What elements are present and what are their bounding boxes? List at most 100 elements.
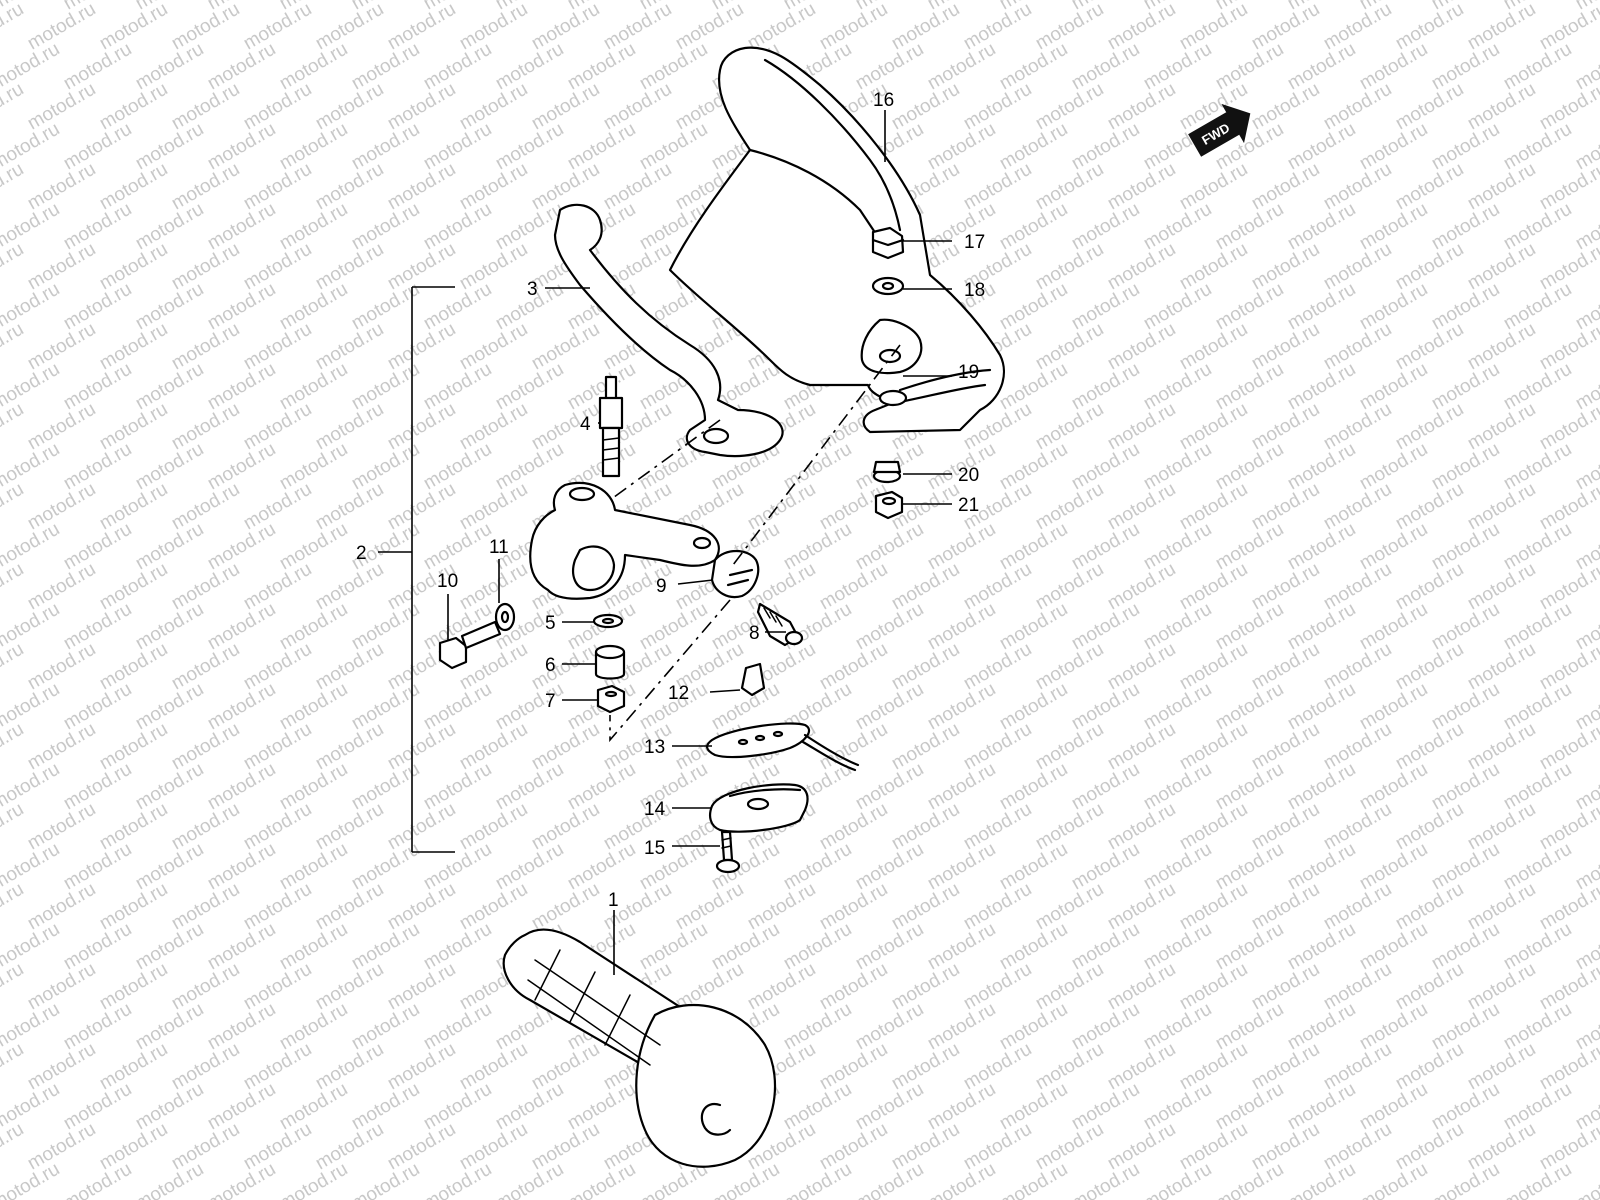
watermark-text: motod.ru (816, 1119, 891, 1175)
watermark-text: motod.ru (1392, 479, 1467, 535)
watermark-text: motod.ru (1104, 399, 1179, 455)
watermark-text: motod.ru (1212, 679, 1287, 735)
watermark-text: motod.ru (744, 479, 819, 535)
watermark-text: motod.ru (0, 639, 27, 695)
callout-10: 10 (437, 571, 458, 592)
watermark-text: motod.ru (24, 639, 99, 695)
watermark-text: motod.ru (1032, 239, 1107, 295)
watermark-text: motod.ru (1176, 879, 1251, 935)
watermark-text: motod.ru (960, 0, 1035, 54)
watermark-text: motod.ru (24, 799, 99, 855)
watermark-text: motod.ru (1500, 39, 1575, 95)
watermark-text: motod.ru (60, 439, 135, 495)
watermark-text: motod.ru (1248, 559, 1323, 615)
watermark-text: motod.ru (60, 359, 135, 415)
watermark-text: motod.ru (348, 1079, 423, 1135)
watermark-text: motod.ru (1356, 279, 1431, 335)
watermark-text: motod.ru (1212, 39, 1287, 95)
adjuster-bolt (598, 375, 624, 478)
watermark-text: motod.ru (276, 839, 351, 895)
watermark-text: motod.ru (132, 199, 207, 255)
watermark-text: motod.ru (312, 319, 387, 375)
watermark-text: motod.ru (1464, 79, 1539, 135)
watermark-text: motod.ru (132, 919, 207, 975)
washer-18 (871, 276, 905, 296)
watermark-text: motod.ru (96, 1119, 171, 1175)
watermark-text: motod.ru (564, 1079, 639, 1135)
watermark-text: motod.ru (1212, 599, 1287, 655)
watermark-text: motod.ru (960, 719, 1035, 775)
watermark-text: motod.ru (420, 759, 495, 815)
watermark-text: motod.ru (276, 39, 351, 95)
watermark-text: motod.ru (168, 1119, 243, 1175)
watermark-text: motod.ru (348, 1159, 423, 1200)
watermark-text: motod.ru (996, 39, 1071, 95)
watermark-text: motod.ru (204, 1079, 279, 1135)
watermark-text: motod.ru (1140, 279, 1215, 335)
cap-nut (871, 226, 905, 260)
watermark-text: motod.ru (1176, 479, 1251, 535)
watermark-text: motod.ru (1284, 1079, 1359, 1135)
watermark-text: motod.ru (528, 399, 603, 455)
watermark-text: motod.ru (780, 839, 855, 895)
watermark-text: motod.ru (1104, 559, 1179, 615)
nut-21 (874, 490, 904, 520)
watermark-text: motod.ru (852, 519, 927, 575)
watermark-text: motod.ru (636, 119, 711, 175)
watermark-text: motod.ru (924, 199, 999, 255)
watermark-text: motod.ru (240, 639, 315, 695)
watermark-text: motod.ru (1284, 599, 1359, 655)
watermark-text: motod.ru (564, 1159, 639, 1200)
watermark-text: motod.ru (456, 1039, 531, 1095)
watermark-text: motod.ru (96, 959, 171, 1015)
watermark-text: motod.ru (1284, 439, 1359, 495)
watermark-text: motod.ru (1392, 159, 1467, 215)
watermark-text: motod.ru (852, 1159, 927, 1200)
watermark-text: motod.ru (492, 679, 567, 735)
screw-8 (756, 602, 804, 647)
watermark-text: motod.ru (456, 799, 531, 855)
watermark-text: motod.ru (384, 1039, 459, 1095)
watermark-text: motod.ru (420, 839, 495, 895)
watermark-text: motod.ru (852, 759, 927, 815)
watermark-text: motod.ru (1392, 559, 1467, 615)
watermark-text: motod.ru (420, 359, 495, 415)
watermark-text: motod.ru (1320, 879, 1395, 935)
watermark-text: motod.ru (204, 839, 279, 895)
watermark-text: motod.ru (1104, 79, 1179, 135)
watermark-text: motod.ru (636, 919, 711, 975)
watermark-text: motod.ru (312, 399, 387, 455)
watermark-text: motod.ru (0, 1119, 27, 1175)
watermark-text: motod.ru (1320, 1039, 1395, 1095)
watermark-text: motod.ru (1392, 0, 1467, 54)
watermark-text: motod.ru (24, 79, 99, 135)
watermark-text: motod.ru (384, 79, 459, 135)
watermark-text: motod.ru (420, 119, 495, 175)
lever-holder (529, 481, 720, 600)
watermark-text: motod.ru (456, 1119, 531, 1175)
pin-12 (740, 662, 766, 697)
assembly-line-guard (732, 344, 901, 566)
callout-3: 3 (527, 279, 538, 300)
watermark-text: motod.ru (1500, 839, 1575, 895)
watermark-text: motod.ru (1032, 319, 1107, 375)
watermark-text: motod.ru (1284, 679, 1359, 735)
watermark-text: motod.ru (1284, 199, 1359, 255)
watermark-text: motod.ru (888, 639, 963, 695)
watermark-text: motod.ru (744, 959, 819, 1015)
watermark-text: motod.ru (168, 479, 243, 535)
watermark-text: motod.ru (1284, 39, 1359, 95)
watermark-text: motod.ru (780, 1079, 855, 1135)
watermark-text: motod.ru (1320, 959, 1395, 1015)
watermark-text: motod.ru (1140, 919, 1215, 975)
watermark-text: motod.ru (1392, 719, 1467, 775)
watermark-text: motod.ru (924, 1159, 999, 1200)
watermark-text: motod.ru (996, 1079, 1071, 1135)
watermark-text: motod.ru (384, 879, 459, 935)
watermark-text: motod.ru (384, 479, 459, 535)
watermark-text: motod.ru (1428, 39, 1503, 95)
watermark-text: motod.ru (456, 159, 531, 215)
watermark-text: motod.ru (168, 239, 243, 295)
watermark-text: motod.ru (1284, 999, 1359, 1055)
watermark-text: motod.ru (1428, 759, 1503, 815)
